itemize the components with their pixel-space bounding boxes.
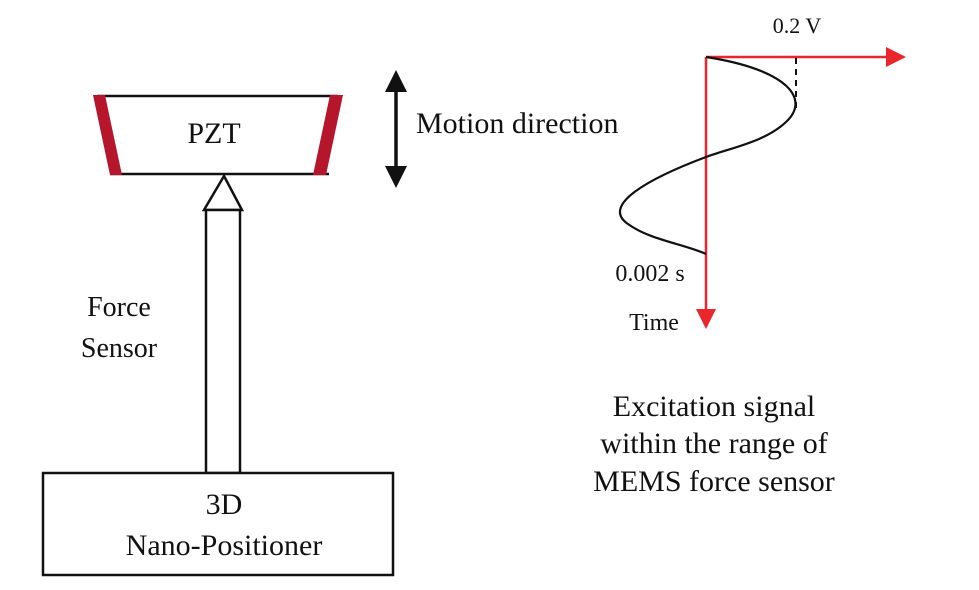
sine-wave <box>619 55 797 256</box>
pzt-label: PZT <box>187 117 240 150</box>
caption-line2: within the range of <box>600 427 827 460</box>
nano-positioner-box <box>41 471 395 577</box>
force-sensor-shaft <box>204 208 242 475</box>
arrow-up-head <box>385 70 407 92</box>
force-sensor-tip <box>201 173 245 212</box>
period-label: 0.002 s <box>615 261 684 287</box>
nano-positioner-label-line2: Nano-Positioner <box>126 529 323 562</box>
force-sensor-label-line2: Sensor <box>81 333 158 364</box>
nano-positioner: 3D Nano-Positioner <box>41 471 395 577</box>
motion-direction-label: Motion direction <box>416 107 618 140</box>
pzt-left-electrode <box>93 95 122 175</box>
motion-direction-arrow <box>385 70 407 188</box>
pzt-actuator: PZT <box>93 94 343 176</box>
amplitude-label: 0.2 V <box>773 13 822 38</box>
caption-line3: MEMS force sensor <box>593 465 835 498</box>
time-axis-label: Time <box>629 310 679 336</box>
pzt-right-electrode <box>313 95 343 175</box>
force-sensor-label-line1: Force <box>87 292 151 323</box>
force-sensor <box>201 173 245 475</box>
caption-line1: Excitation signal <box>613 390 815 423</box>
excitation-signal-plot: 0.2 V 0.002 s Time <box>615 13 906 336</box>
signal-caption: Excitation signal within the range of ME… <box>593 390 835 498</box>
arrow-down-head <box>385 166 407 188</box>
nano-positioner-label-line1: 3D <box>206 488 243 521</box>
